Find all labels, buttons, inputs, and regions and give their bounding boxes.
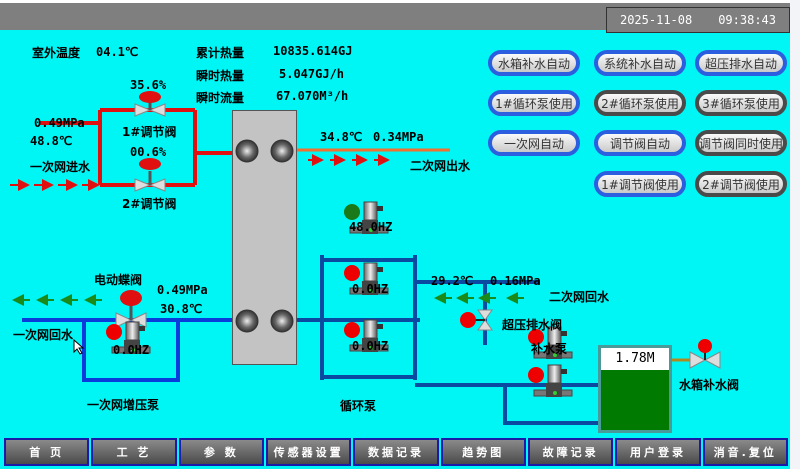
mode-button-valve-1[interactable]: 1#调节阀使用: [594, 171, 686, 197]
nav-parameters[interactable]: 参 数: [178, 438, 264, 466]
mode-button-valve-auto[interactable]: 调节阀自动: [594, 130, 686, 156]
outdoor-temp-label: 室外温度: [32, 46, 81, 60]
booster-pump-icon[interactable]: [106, 321, 151, 354]
makeup-pump-1-icon[interactable]: [528, 326, 573, 359]
pump-group: [106, 201, 573, 397]
secondary-return-pressure: 0.16MPa: [490, 274, 541, 288]
cumulative-heat-label: 累计热量: [196, 46, 245, 60]
nav-process[interactable]: 工 艺: [91, 438, 177, 466]
primary-return-label: 一次网回水: [13, 328, 74, 342]
tank-makeup-valve-label: 水箱补水阀: [679, 378, 740, 392]
mode-button-label: 2#调节阀使用: [702, 177, 780, 192]
secondary-supply-label: 二次网出水: [410, 159, 471, 173]
primary-supply-pressure: 0.49MPa: [34, 116, 85, 130]
secondary-supply-pressure: 0.34MPa: [373, 130, 424, 144]
heat-exchanger: [232, 110, 297, 365]
mode-button-circ-pump-3[interactable]: 3#循环泵使用: [695, 90, 787, 116]
nav-home[interactable]: 首 页: [4, 438, 90, 466]
circ-pump-2-freq: 0.0HZ: [352, 282, 389, 296]
mode-button-label: 水箱补水自动: [497, 56, 570, 71]
mode-button-label: 系统补水自动: [603, 56, 676, 71]
pump-status-indicator: [344, 322, 360, 338]
mode-button-overpressure-drain-auto[interactable]: 超压排水自动: [695, 50, 787, 76]
mode-button-label: 超压排水自动: [704, 56, 777, 71]
mouse-cursor-icon: [73, 339, 85, 355]
pump-status-indicator: [344, 204, 360, 220]
primary-return-pressure: 0.49MPa: [157, 283, 208, 297]
mode-button-label: 1#调节阀使用: [601, 177, 679, 192]
valve-1-icon[interactable]: [134, 91, 166, 117]
nav-user-login[interactable]: 用户登录: [615, 438, 701, 466]
tank-makeup-valve-icon[interactable]: [689, 339, 721, 369]
mode-button-label: 1#循环泵使用: [495, 96, 573, 111]
pump-status-indicator: [106, 324, 122, 340]
valve-1-opening: 35.6%: [130, 78, 167, 92]
clock-display: 2025-11-08 09:38:43: [606, 7, 790, 33]
instant-heat-label: 瞬时热量: [196, 69, 245, 83]
valve-2-opening: 00.6%: [130, 145, 167, 159]
tank-level-value: 1.78M: [601, 348, 669, 370]
cumulative-heat-value: 10835.614GJ: [273, 44, 353, 58]
mode-button-label: 一次网自动: [503, 136, 564, 151]
overpressure-valve-icon[interactable]: [460, 309, 493, 331]
pump-status-indicator: [528, 329, 544, 345]
mode-button-label: 调节阀自动: [609, 136, 670, 151]
mode-button-valves-simultaneous[interactable]: 调节阀同时使用: [695, 130, 787, 156]
nav-data-records[interactable]: 数据记录: [353, 438, 439, 466]
mode-button-label: 调节阀同时使用: [699, 136, 784, 151]
instant-flow-value: 67.070M³/h: [276, 89, 349, 103]
circ-pump-2-icon[interactable]: [344, 262, 389, 295]
mode-button-circ-pump-2[interactable]: 2#循环泵使用: [594, 90, 686, 116]
time-text: 09:38:43: [718, 13, 776, 27]
valve-2-icon[interactable]: [134, 158, 166, 192]
nav-silence-reset[interactable]: 消音.复位: [702, 438, 788, 466]
butterfly-valve-icon[interactable]: [115, 290, 147, 328]
primary-supply-temp: 48.8℃: [30, 134, 73, 148]
nav-fault-records[interactable]: 故障记录: [527, 438, 614, 466]
nav-sensor-settings[interactable]: 传感器设置: [265, 438, 352, 466]
booster-pump-freq: 0.0HZ: [113, 343, 150, 357]
circ-pump-1-freq: 48.0HZ: [349, 220, 393, 234]
secondary-return-temp: 29.2℃: [431, 274, 474, 288]
circ-pump-3-freq: 0.0HZ: [352, 339, 389, 353]
secondary-return-label: 二次网回水: [549, 290, 610, 304]
title-bar: 2025-11-08 09:38:43: [0, 0, 790, 33]
mode-button-primary-auto[interactable]: 一次网自动: [488, 130, 580, 156]
pump-status-indicator: [344, 265, 360, 281]
circ-pump-1-icon[interactable]: [344, 201, 389, 234]
mode-button-system-makeup-auto[interactable]: 系统补水自动: [594, 50, 686, 76]
mode-button-valve-2[interactable]: 2#调节阀使用: [695, 171, 787, 197]
outdoor-temp-value: 04.1℃: [96, 45, 139, 59]
valve-2-label: 2#调节阀: [122, 197, 177, 211]
primary-return-temp: 30.8℃: [160, 302, 203, 316]
booster-pump-label: 一次网增压泵: [87, 398, 160, 412]
circ-pump-3-icon[interactable]: [344, 319, 389, 352]
valve-1-label: 1#调节阀: [122, 125, 177, 139]
primary-supply-label: 一次网进水: [30, 160, 91, 174]
overpressure-valve-label: 超压排水阀: [502, 318, 563, 332]
instant-heat-value: 5.047GJ/h: [279, 67, 345, 81]
circ-pump-label: 循环泵: [340, 399, 377, 413]
makeup-pump-2-icon[interactable]: [528, 364, 573, 397]
water-tank: 1.78M: [598, 345, 672, 433]
bottom-nav: 首 页 工 艺 参 数 传感器设置 数据记录 趋势图 故障记录 用户登录 消音.…: [4, 438, 790, 469]
butterfly-valve-label: 电动蝶阀: [94, 273, 143, 287]
mode-button-circ-pump-1[interactable]: 1#循环泵使用: [488, 90, 580, 116]
nav-trends[interactable]: 趋势图: [440, 438, 526, 466]
makeup-pump-label: 补水泵: [531, 342, 568, 356]
mode-button-tank-makeup-auto[interactable]: 水箱补水自动: [488, 50, 580, 76]
window-edge: [790, 0, 800, 469]
date-text: 2025-11-08: [619, 13, 693, 27]
instant-flow-label: 瞬时流量: [196, 91, 245, 105]
mode-button-label: 3#循环泵使用: [702, 96, 780, 111]
secondary-supply-temp: 34.8℃: [320, 130, 363, 144]
pump-status-indicator: [528, 367, 544, 383]
mode-button-label: 2#循环泵使用: [601, 96, 679, 111]
